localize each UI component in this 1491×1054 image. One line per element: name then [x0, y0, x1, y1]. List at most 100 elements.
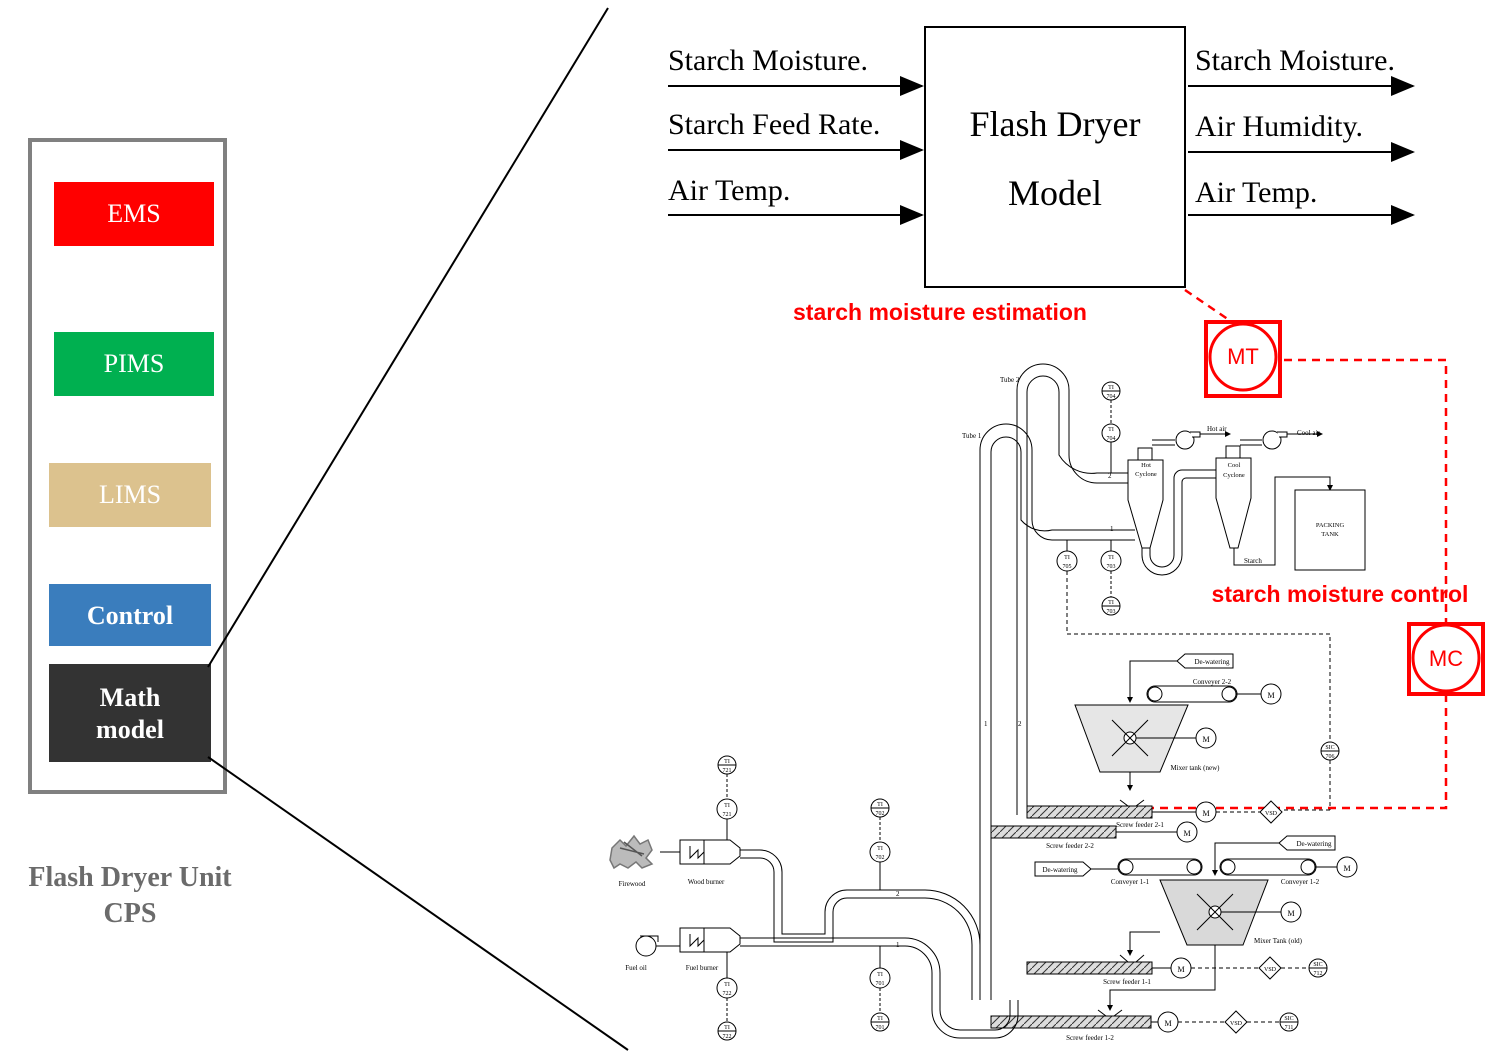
- ti-703b-tag: 703: [1107, 609, 1116, 615]
- layer-control-label: Control: [87, 601, 173, 630]
- ti-701b-tag: 701: [876, 1025, 885, 1031]
- screw-2-2-motor-label: M: [1183, 829, 1190, 838]
- output-label-1: Starch Moisture.: [1195, 44, 1395, 77]
- screw-1-1-label: Screw feeder 1-1: [1103, 978, 1151, 986]
- screw-1-2-motor-label: M: [1164, 1019, 1171, 1028]
- model-block: Flash Dryer Model Starch Moisture. Starc…: [668, 27, 1413, 287]
- screw-2-2-label: Screw feeder 2-2: [1046, 842, 1094, 850]
- duct-1-number: 1: [1110, 525, 1114, 533]
- cool-air-label: Cool air: [1297, 429, 1320, 437]
- ti-701a-label: TI: [877, 972, 883, 978]
- sic-706-tag: 706: [1326, 754, 1335, 760]
- conveyer-1-2-roller-left: [1221, 860, 1235, 874]
- tube-1-label: Tube 1: [962, 432, 982, 440]
- model-title-2: Model: [1008, 173, 1102, 213]
- conveyer-1-2-roller-right: [1301, 860, 1315, 874]
- screw-2-1-motor-label: M: [1202, 809, 1209, 818]
- layer-pims-label: PIMS: [104, 349, 165, 378]
- ti-703a-tag: 703: [1107, 564, 1116, 570]
- cps-caption-line2: CPS: [104, 898, 157, 929]
- cps-caption-line1: Flash Dryer Unit: [28, 862, 232, 893]
- fuel-burner-body: [680, 928, 704, 952]
- cool-air-duct: [1240, 440, 1262, 445]
- input-label-3: Air Temp.: [668, 174, 790, 207]
- screw-2-1-label: Screw feeder 2-1: [1116, 821, 1164, 829]
- screw-1-1-motor-label: M: [1177, 965, 1184, 974]
- cool-cyclone-top: [1226, 446, 1240, 458]
- screw-1-1-vsd-label: VSD: [1264, 967, 1277, 973]
- ti-704b-tag: 704: [1107, 436, 1116, 442]
- conveyer-2-2-motor-label: M: [1267, 691, 1274, 700]
- hot-cyclone-top: [1138, 448, 1152, 460]
- zoom-line-top: [208, 8, 608, 667]
- screw-1-2-label: Screw feeder 1-2: [1066, 1034, 1114, 1042]
- ti-701a-tag: 701: [876, 981, 885, 987]
- sic-712-label: SIC: [1313, 962, 1322, 968]
- ti-703b-label: TI: [1108, 600, 1114, 606]
- ti-702b-label: TI: [877, 846, 883, 852]
- sic-706-label: SIC: [1325, 745, 1334, 751]
- ti-705-label: TI: [1064, 555, 1070, 561]
- conveyer-2-2-label: Conveyer 2-2: [1193, 678, 1232, 686]
- hot-gas-duct-2-inner: [740, 858, 972, 1000]
- conveyer-1-2-label: Conveyer 1-2: [1281, 878, 1320, 886]
- mixer-new-label: Mixer tank (new): [1171, 764, 1221, 772]
- screw-1-1-hopper: [1120, 955, 1144, 962]
- duct-2-number: 2: [1108, 472, 1112, 480]
- ti-705-tag: 705: [1063, 564, 1072, 570]
- hot-air-duct: [1152, 440, 1175, 445]
- estimation-label: starch moisture estimation: [793, 299, 1087, 325]
- hot-cyclone-label-2: Cyclone: [1135, 471, 1157, 478]
- mixer-new-motor-label: M: [1202, 735, 1209, 744]
- ti-704a-label: TI: [1108, 385, 1114, 391]
- fuel-burner-label: Fuel burner: [686, 964, 719, 972]
- dewatering-label-top: De-watering: [1195, 658, 1230, 666]
- ti-702b-tag: 702: [876, 855, 885, 861]
- conveyer-2-2-roller-left: [1148, 687, 1162, 701]
- output-label-3: Air Temp.: [1195, 176, 1317, 209]
- ti-722b-tag: 722: [723, 1034, 732, 1040]
- ti-704b-label: TI: [1108, 427, 1114, 433]
- output-label-2: Air Humidity.: [1195, 110, 1363, 143]
- mc-actuator-link-line: [1150, 694, 1446, 808]
- conveyer-1-1-roller-left: [1119, 860, 1133, 874]
- conveyer-1-2-motor-label: M: [1343, 864, 1350, 873]
- tube-1-number: 1: [984, 720, 988, 728]
- packing-tank-label-1: PACKING: [1316, 522, 1345, 529]
- sic-711-tag: 711: [1285, 1025, 1294, 1031]
- screw-feeder-1-1: [1027, 962, 1152, 974]
- sic-711-label: SIC: [1284, 1016, 1293, 1022]
- mixer-old-outlet: [1130, 932, 1160, 955]
- hot-gas-duct-1-number: 1: [896, 941, 900, 949]
- hot-cyclone-label-1: Hot: [1141, 462, 1151, 469]
- layer-math-model-label-2: model: [96, 715, 164, 744]
- tube-2-number: 2: [1018, 720, 1022, 728]
- ti-721b-tag: 721: [723, 812, 732, 818]
- control-label: starch moisture control: [1212, 581, 1469, 607]
- layer-ems-label: EMS: [107, 199, 160, 228]
- mixer-old-label: Mixer Tank (old): [1254, 937, 1303, 945]
- layer-math-model-box: [49, 664, 211, 762]
- hot-gas-duct-2-number: 2: [896, 890, 900, 898]
- input-label-1: Starch Moisture.: [668, 44, 868, 77]
- dewatering-label-right: De-watering: [1297, 840, 1332, 848]
- hot-air-label: Hot air: [1207, 425, 1227, 433]
- ti-722a-label: TI: [724, 982, 730, 988]
- wood-burner-label: Wood burner: [688, 878, 725, 886]
- screw-feeder-2-2: [991, 826, 1116, 838]
- dewatering-label-left: De-watering: [1043, 866, 1078, 874]
- ti-721a-tag: 721: [723, 768, 732, 774]
- cps-panel: EMS PIMS LIMS Control Math model Flash D…: [28, 140, 232, 929]
- fuel-oil-label: Fuel oil: [625, 964, 647, 972]
- ti-704a-tag: 704: [1107, 394, 1116, 400]
- zoom-line-bottom: [208, 757, 628, 1050]
- ti-722b-label: TI: [724, 1025, 730, 1031]
- packing-tank: [1295, 490, 1365, 570]
- firewood-label: Firewood: [619, 880, 646, 888]
- wood-burner-body: [680, 840, 704, 864]
- ti-703a-label: TI: [1108, 555, 1114, 561]
- layer-lims-label: LIMS: [99, 480, 161, 509]
- input-label-2: Starch Feed Rate.: [668, 108, 880, 141]
- tube-2-label: Tube 2: [1000, 376, 1020, 384]
- cool-cyclone-label-2: Cyclone: [1223, 472, 1245, 479]
